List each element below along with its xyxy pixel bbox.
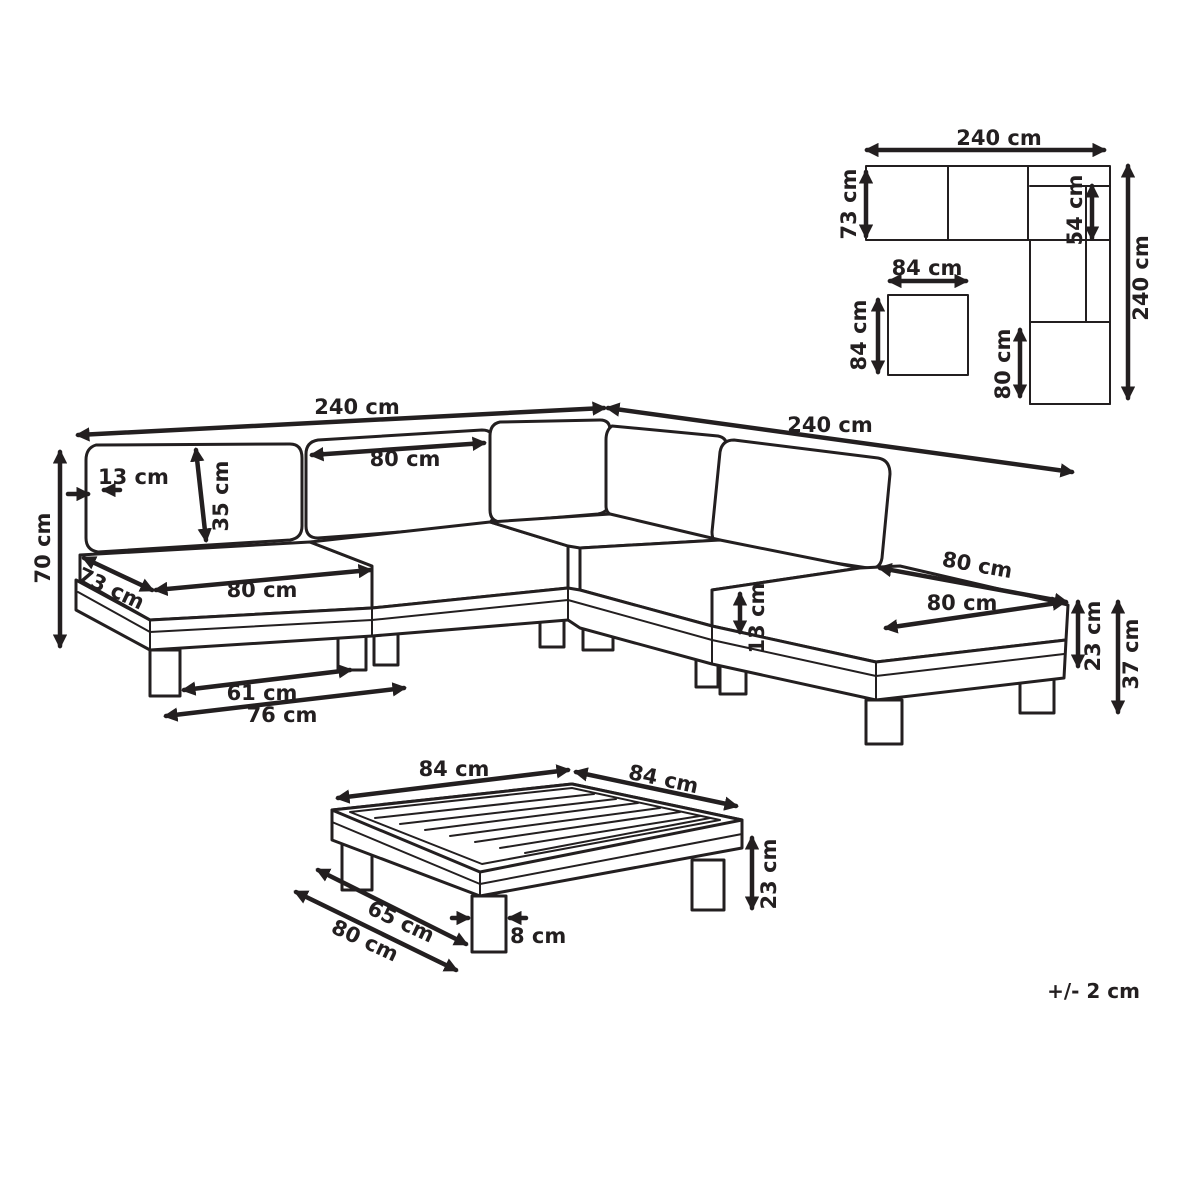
sofa-right-length-label: 240 cm: [787, 413, 872, 437]
plan-ottoman-depth-label: 84 cm: [847, 300, 871, 371]
plan-depth-label: 73 cm: [837, 169, 861, 240]
plan-chaise: [1029, 321, 1111, 405]
plan-width-label: 240 cm: [956, 126, 1041, 150]
cushion-height-label: 13 cm: [745, 583, 769, 654]
sofa-frame: [74, 578, 1068, 702]
table-height-label: 23 cm: [757, 839, 781, 910]
plan-chaise-label: 80 cm: [991, 329, 1015, 400]
backrest-height-label: 35 cm: [209, 461, 233, 532]
table-outer-depth-dimension-line: [293, 889, 459, 973]
plan-height-label: 240 cm: [1129, 235, 1153, 320]
sofa-left-length-dimension-line: [75, 401, 607, 442]
backrest-cushion: [488, 418, 612, 524]
plan-ottoman-width-label: 84 cm: [892, 256, 963, 280]
sofa-leg: [148, 648, 182, 698]
sofa-right-length-dimension-line: [605, 402, 1075, 478]
plan-inner-depth-label: 54 cm: [1063, 175, 1087, 246]
table-leg: [470, 894, 508, 954]
coffee-table: 84 cm 84 cm 23 cm 8 cm 65 cm 80 cm: [293, 757, 781, 973]
backrest-thickness-label: 13 cm: [98, 465, 169, 489]
backrest-width-label: 80 cm: [370, 447, 441, 471]
top-view-plan: 240 cm 73 cm 54 cm 240 cm 84 cm 84 cm 80…: [837, 126, 1153, 405]
table-leg: [690, 858, 726, 912]
ottoman-depth-label: 80 cm: [927, 591, 998, 615]
backrest-width-dimension-line: [309, 436, 487, 462]
table-slats: [374, 793, 711, 854]
seat-front-width-dimension-line: [153, 563, 373, 597]
table-depth-dimension-line: [573, 767, 739, 811]
sofa-left-length-label: 240 cm: [314, 395, 399, 419]
ottoman-width-dimension-line: [877, 562, 1069, 608]
tolerance-note: +/- 2 cm: [1047, 979, 1140, 1003]
backrest-cushion: [84, 442, 304, 554]
table-width-dimension-line: [335, 764, 571, 804]
table-width-label: 84 cm: [419, 757, 490, 781]
plan-module-dividers: [947, 165, 1111, 323]
frame-edge-lines: [77, 587, 1065, 701]
seat-height-label: 37 cm: [1119, 619, 1143, 690]
sofa-perspective: 240 cm 240 cm 13 cm 35 cm 80 cm 70 cm 73…: [31, 395, 1143, 746]
leg-width-label: 8 cm: [510, 924, 566, 948]
seat-depth-dimension-line: [81, 555, 155, 593]
table-frame-edges: [331, 821, 743, 897]
sofa-leg: [864, 698, 904, 746]
leg-span-outer-dimension-line: [163, 682, 407, 722]
ottoman-depth-dimension-line: [883, 596, 1067, 634]
leg-span-outer-label: 76 cm: [247, 703, 318, 727]
frame-height-label: 23 cm: [1081, 601, 1105, 672]
seat-front-width-label: 80 cm: [227, 578, 298, 602]
plan-ottoman: [887, 294, 969, 376]
sofa-total-height-label: 70 cm: [31, 513, 55, 584]
backrest-height-dimension-line: [190, 447, 212, 543]
